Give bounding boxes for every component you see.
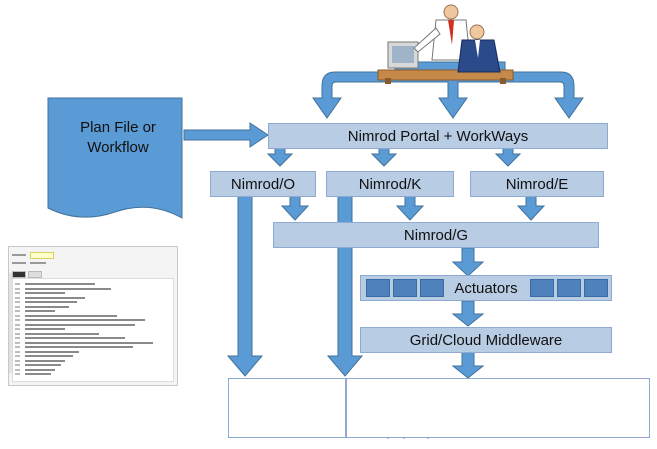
editor-line-number xyxy=(15,373,20,375)
editor-code-line xyxy=(25,359,65,362)
actuator-chip xyxy=(530,279,554,297)
editor-code-line xyxy=(25,287,111,290)
editor-line-number xyxy=(15,283,20,285)
editor-line-number xyxy=(15,323,20,326)
plan-to-portal-arrow xyxy=(183,122,269,148)
editor-code-line xyxy=(25,350,79,353)
actuator-chip xyxy=(420,279,444,297)
editor-code-line xyxy=(25,373,51,375)
editor-code-line xyxy=(25,364,61,366)
editor-line-number xyxy=(15,310,20,312)
nimrod-o-label: Nimrod/O xyxy=(230,175,296,193)
editor-code-line xyxy=(25,337,125,339)
editor-line-number xyxy=(15,292,20,294)
editor-code-line xyxy=(25,283,95,285)
plan-file-label-line1: Plan File or xyxy=(80,119,156,136)
editor-gutter xyxy=(9,273,12,373)
portal-label: Nimrod Portal + WorkWays xyxy=(347,127,529,145)
editor-code-line xyxy=(25,368,55,371)
editor-line-number xyxy=(15,328,20,330)
portal-to-o-arrow xyxy=(266,147,294,167)
nimrod-k-label: Nimrod/K xyxy=(358,175,422,193)
people-at-computer-icon xyxy=(377,4,514,84)
editor-code-line xyxy=(25,323,135,326)
nimrod-o-box: Nimrod/O xyxy=(210,171,316,197)
editor-line-number xyxy=(15,296,20,299)
plan-file-shape xyxy=(47,97,183,219)
nimrod-e-label: Nimrod/E xyxy=(505,175,569,193)
editor-line-number xyxy=(15,319,20,321)
actuator-chip xyxy=(557,279,581,297)
editor-line-number xyxy=(15,355,20,357)
portal-to-e-arrow xyxy=(494,147,522,167)
local-computers-frame xyxy=(228,378,346,438)
editor-code-line xyxy=(25,296,85,299)
editor-code-line xyxy=(25,310,55,312)
actuator-chip xyxy=(584,279,608,297)
editor-line-number xyxy=(15,346,20,348)
editor-code-line xyxy=(25,346,133,348)
editor-line-number xyxy=(15,305,20,308)
editor-code-line xyxy=(25,355,73,357)
editor-field-box xyxy=(30,251,54,259)
editor-code-line xyxy=(25,292,65,294)
portal-to-k-arrow xyxy=(370,147,398,167)
g-to-actuators-arrow xyxy=(451,247,485,277)
editor-line-number xyxy=(15,350,20,353)
editor-line-number xyxy=(15,287,20,290)
editor-line-number xyxy=(15,364,20,366)
editor-tab xyxy=(12,271,26,278)
e-to-g-arrow xyxy=(516,195,546,221)
editor-fields xyxy=(12,251,54,267)
editor-line-number xyxy=(15,332,20,335)
nimrod-g-label: Nimrod/G xyxy=(403,226,469,244)
editor-line-number xyxy=(15,368,20,371)
editor-code-line xyxy=(25,328,65,330)
editor-line-number xyxy=(15,301,20,303)
editor-line-number xyxy=(15,341,20,344)
editor-line-number xyxy=(15,359,20,362)
editor-line-number xyxy=(15,314,20,317)
editor-line-number xyxy=(15,337,20,339)
o-to-desktop-arrow xyxy=(226,195,264,377)
o-to-g-arrow xyxy=(280,195,310,221)
nimrod-g-box: Nimrod/G xyxy=(273,222,599,248)
middleware-label: Grid/Cloud Middleware xyxy=(409,331,563,349)
editor-code-line xyxy=(25,332,99,335)
code-editor-thumbnail xyxy=(8,246,178,386)
actuators-to-middleware-arrow xyxy=(451,300,485,327)
editor-code-area xyxy=(12,278,174,382)
editor-code-line xyxy=(25,305,69,308)
editor-code-line xyxy=(25,319,145,321)
editor-tabs xyxy=(12,271,42,278)
plan-file-label-line2: Workflow xyxy=(87,139,149,156)
middleware-box: Grid/Cloud Middleware xyxy=(360,327,612,353)
plan-file-label: Plan File or Workflow xyxy=(58,118,178,158)
editor-code-line xyxy=(25,314,117,317)
actuator-chip xyxy=(393,279,417,297)
editor-tab xyxy=(28,271,42,278)
portal-box: Nimrod Portal + WorkWays xyxy=(268,123,608,149)
k-to-g-arrow xyxy=(395,195,425,221)
nimrod-e-box: Nimrod/E xyxy=(470,171,604,197)
nimrod-k-box: Nimrod/K xyxy=(326,171,454,197)
actuators-label: Actuators xyxy=(454,279,518,297)
editor-code-line xyxy=(25,341,153,344)
editor-code-line xyxy=(25,301,77,303)
grid-cloud-resources-frame xyxy=(346,378,650,438)
middleware-to-cluster-arrow xyxy=(451,351,485,379)
actuator-chip xyxy=(366,279,390,297)
